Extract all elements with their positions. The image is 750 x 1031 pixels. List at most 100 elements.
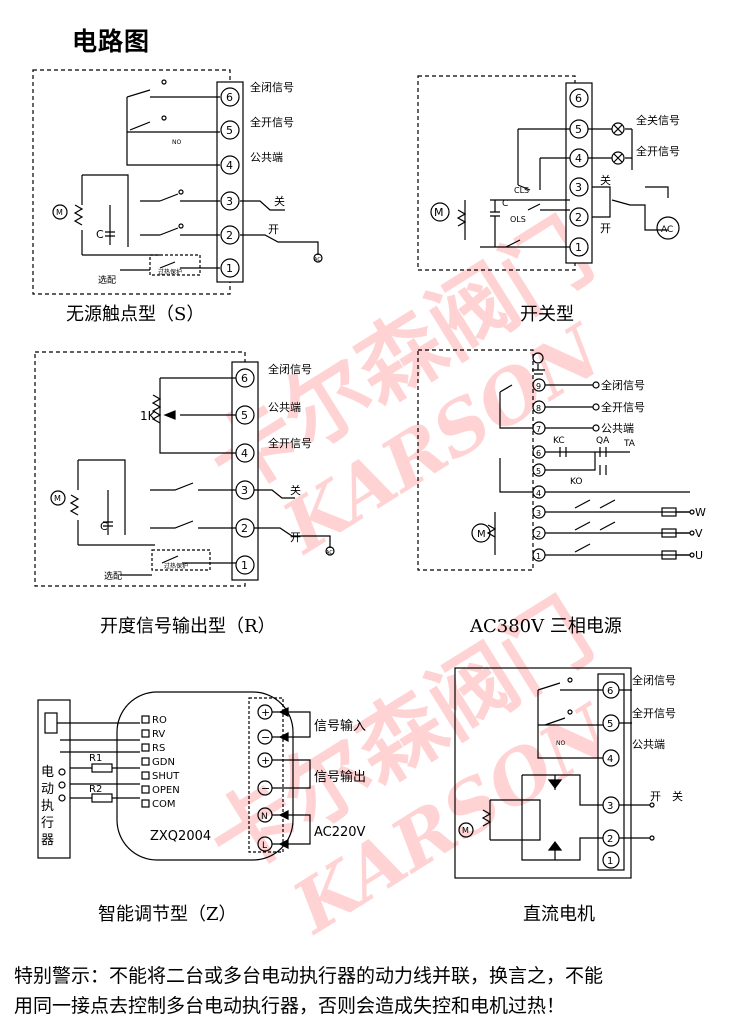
z-pin-rs: RS <box>152 743 165 754</box>
sw-ols-label: OLS <box>510 215 526 224</box>
z-pin-open: OPEN <box>152 785 180 796</box>
s-label-close-signal: 全闭信号 <box>250 80 294 94</box>
z-r2-label: R2 <box>89 784 102 795</box>
r-label-open-signal: 全开信号 <box>268 436 312 450</box>
diagram-dc <box>454 667 655 879</box>
sw-term-1: 1 <box>575 241 582 254</box>
ac380-enclosure <box>417 349 534 571</box>
z-pin-rv: RV <box>152 729 165 740</box>
r-optional-label: 选配 <box>104 570 122 582</box>
ac-term-3: 3 <box>536 509 541 518</box>
diagram-r <box>34 351 335 587</box>
z-pin-com: COM <box>152 799 175 810</box>
z-power-label: AC220V <box>314 825 366 840</box>
sw-term-3: 3 <box>575 181 582 194</box>
s-motor-label: M <box>56 208 63 217</box>
z-model-label: ZXQ2004 <box>150 829 211 844</box>
r-label-close-signal: 全闭信号 <box>268 362 312 376</box>
ac-term-8: 8 <box>536 404 541 413</box>
warning-line-2: 用同一接点去控制多台电动执行器，否则会造成失控和电机过热！ <box>14 995 566 1017</box>
r-cap-label: C <box>100 520 108 533</box>
sw-cap-label: C <box>502 199 508 209</box>
sw-label-open-signal: 全开信号 <box>636 144 680 158</box>
ac-term-7: 7 <box>536 425 541 434</box>
ac-term-4: 4 <box>536 489 541 498</box>
z-actuator-label: 电动执行器 <box>41 765 55 848</box>
dc-term-3: 3 <box>607 801 613 812</box>
dc-motor-icon <box>458 822 474 838</box>
ac-term-2: 2 <box>536 530 541 539</box>
dc-no-label: NO <box>556 740 565 747</box>
s-term-2: 2 <box>226 229 233 242</box>
caption-switch: 开关型 <box>520 304 574 325</box>
ac-motor-label: M <box>477 529 486 540</box>
caption-z: 智能调节型（Z） <box>98 904 237 925</box>
sw-term-2: 2 <box>575 211 582 224</box>
sw-label-open: 开 <box>600 222 611 235</box>
sw-cls-label: CLS <box>514 186 529 195</box>
s-term-1: 1 <box>226 262 233 275</box>
s-cap-label: C <box>96 228 104 241</box>
z-signal-in-label: 信号输入 <box>314 718 366 734</box>
dc-term-1: 1 <box>607 856 613 867</box>
ac-phase-v: V <box>695 527 703 540</box>
z-term-6: L <box>262 841 267 851</box>
r-source-label: AC <box>326 550 333 556</box>
sw-motor-label: M <box>434 206 444 219</box>
s-source-label: AC <box>314 257 321 263</box>
ac-label-common: 公共端 <box>601 422 634 435</box>
z-pin-gdn: GDN <box>152 757 175 768</box>
dc-enclosure <box>454 667 632 879</box>
dc-term-5: 5 <box>607 719 613 730</box>
z-term-3: + <box>261 754 270 767</box>
ac-term-9: 9 <box>536 382 541 391</box>
dc-label-common: 公共端 <box>632 738 665 751</box>
z-term-5: N <box>261 812 268 822</box>
ac-label-close-signal: 全闭信号 <box>601 378 645 392</box>
s-terminal-block <box>216 81 244 283</box>
dc-label-close-signal: 全闭信号 <box>632 673 676 687</box>
r-motor-label: M <box>54 494 61 503</box>
z-term-1: + <box>261 706 270 719</box>
s-term-3: 3 <box>226 195 233 208</box>
z-actuator-box <box>37 699 71 859</box>
ac-phase-w: W <box>695 506 706 519</box>
s-no-label: NO <box>172 139 181 146</box>
ac-term-1: 1 <box>536 552 541 561</box>
page-title: 电路图 <box>72 27 151 56</box>
dc-term-4: 4 <box>607 754 613 765</box>
sw-term-6: 6 <box>575 92 582 105</box>
r-label-close: 关 <box>290 483 301 497</box>
r-term-4: 4 <box>241 447 248 460</box>
sw-source-label: AC <box>661 225 673 235</box>
r-overheat-label: 过热保护 <box>164 562 188 570</box>
z-r1-label: R1 <box>89 753 102 764</box>
sw-term-5: 5 <box>575 123 582 136</box>
ac-term-6: 6 <box>536 449 541 458</box>
r-term-1: 1 <box>241 559 248 572</box>
diagram-switch <box>417 75 680 271</box>
s-term-6: 6 <box>226 91 233 104</box>
sw-label-close: 关 <box>600 173 611 187</box>
z-terminal-block <box>248 697 284 853</box>
ac-ta-label: TA <box>623 439 636 449</box>
dc-motor-label: M <box>462 826 469 835</box>
r-enclosure <box>34 351 246 587</box>
r-pot-label: 1K <box>140 409 157 423</box>
s-label-open-signal: 全开信号 <box>250 115 294 129</box>
ac-phase-u: U <box>695 549 703 562</box>
dc-label-close: 关 <box>672 789 683 803</box>
caption-r: 开度信号输出型（R） <box>100 616 276 637</box>
s-term-5: 5 <box>226 124 233 137</box>
ac-qa-label: QA <box>596 436 610 446</box>
s-label-close: 关 <box>274 194 285 208</box>
z-term-4: − <box>261 782 270 795</box>
z-signal-out-label: 信号输出 <box>314 769 366 785</box>
dc-label-open-signal: 全开信号 <box>632 706 676 720</box>
diagram-ac380 <box>417 349 695 571</box>
r-label-common: 公共端 <box>268 401 301 414</box>
diagram-s <box>32 69 323 295</box>
sw-label-close-signal: 全关信号 <box>636 113 680 127</box>
ac380-motor-icon <box>471 523 491 543</box>
